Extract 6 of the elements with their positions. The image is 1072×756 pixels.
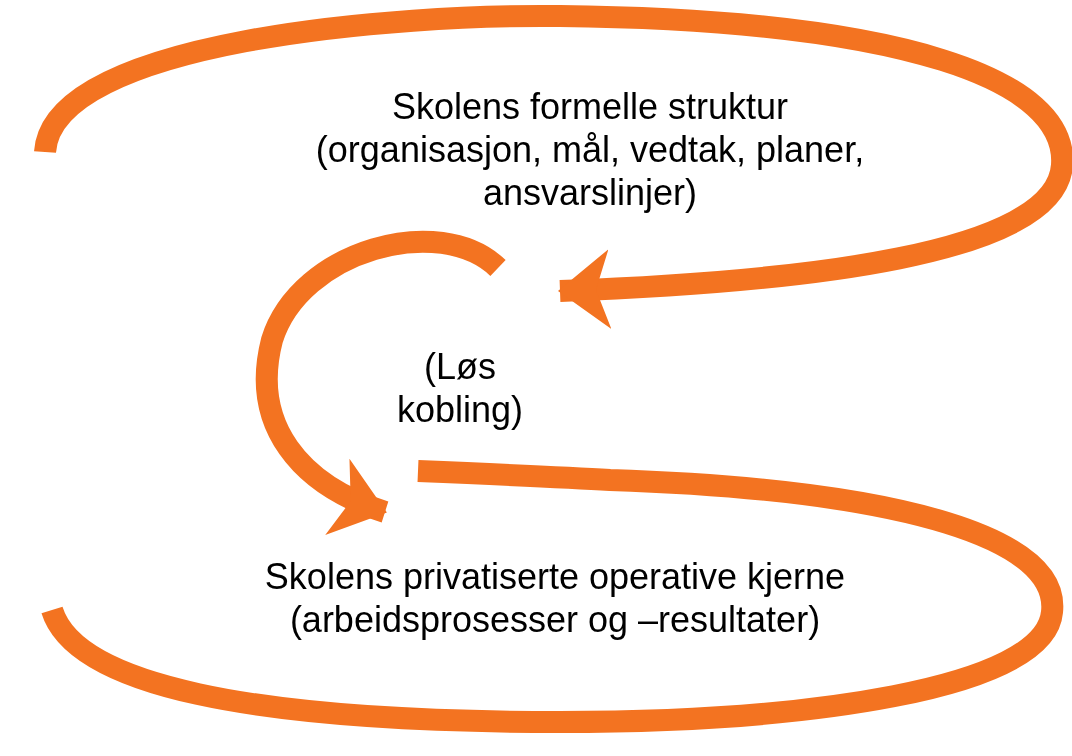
curved-arrow: [34, 5, 1072, 329]
body-text: (Løs kobling): [395, 345, 525, 432]
heading-text: Skolens privatiserte operative kjerne: [263, 555, 847, 599]
heading-text: Skolens formelle struktur: [390, 85, 790, 129]
body-text: (organisasjon, mål, vedtak, planer, ansvarslinjer): [314, 128, 866, 215]
body-text: (arbeidsprosesser og –resultater): [288, 598, 822, 642]
